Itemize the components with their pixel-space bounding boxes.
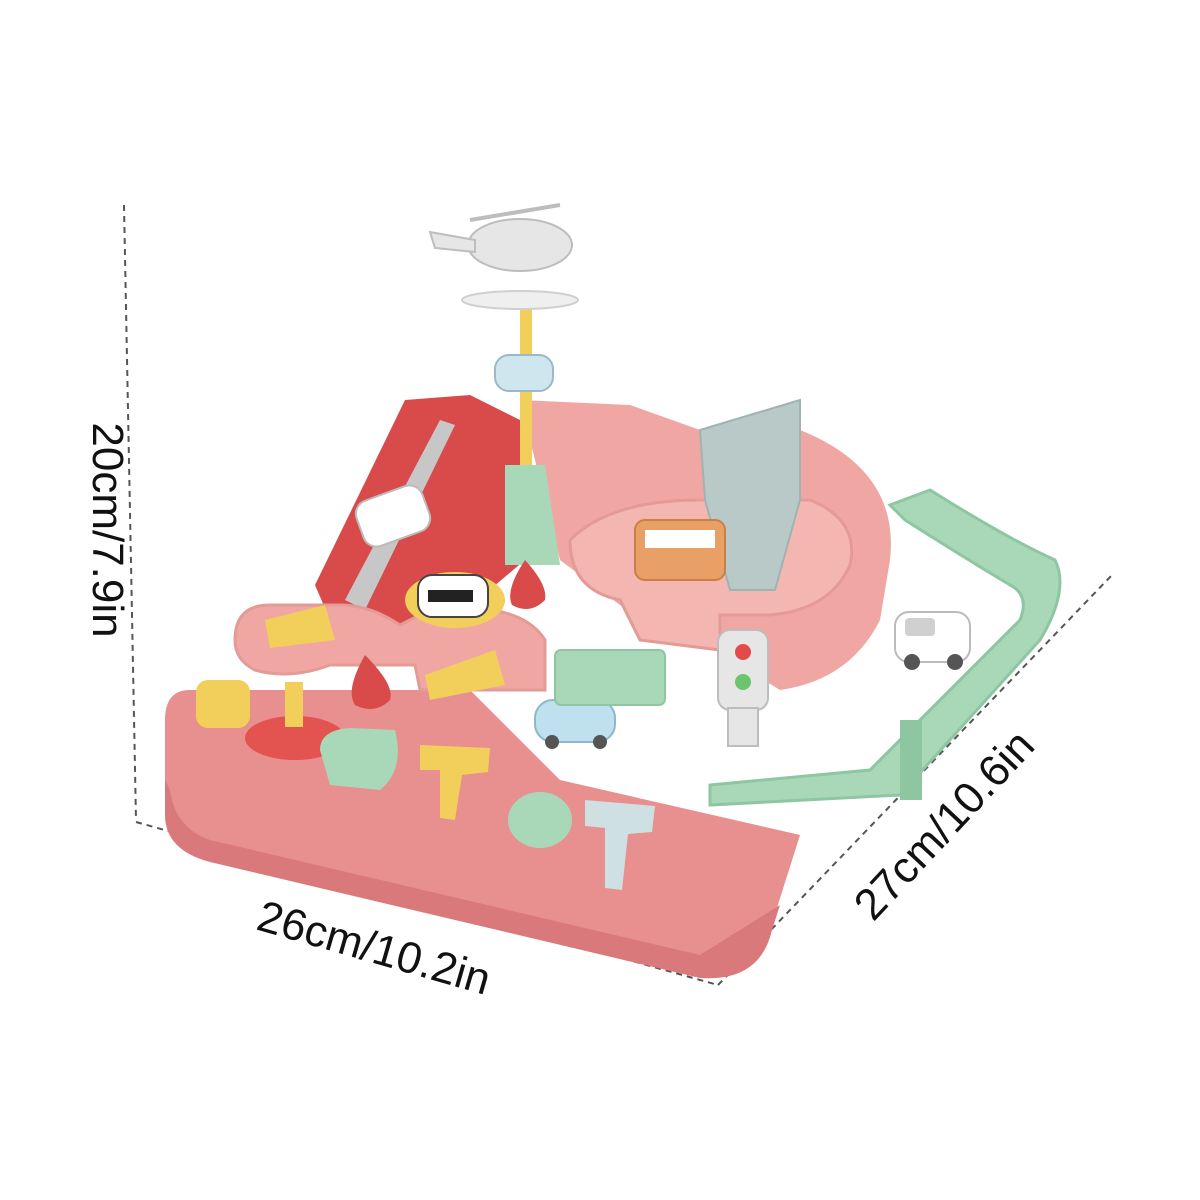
yellow-knob xyxy=(196,680,250,728)
mint-knob xyxy=(320,728,398,790)
helicopter-body xyxy=(467,218,573,272)
mint-garage xyxy=(554,649,666,706)
toy-playset xyxy=(165,203,1062,979)
police-car xyxy=(405,572,505,628)
depth-label: 27cm/10.6in xyxy=(845,721,1044,930)
yellow-chute-left xyxy=(265,605,335,648)
helicopter xyxy=(428,203,579,310)
red-drop-left xyxy=(351,655,391,709)
height-line xyxy=(123,204,137,821)
mint-cylinder xyxy=(508,792,572,848)
helicopter-rotor xyxy=(469,203,561,222)
white-ambulance-car xyxy=(894,611,971,670)
red-drop-right xyxy=(510,560,546,609)
depth-line xyxy=(717,574,1113,986)
helicopter-tail xyxy=(428,230,476,254)
track-support-pillar xyxy=(900,720,922,800)
control-buttons xyxy=(196,680,655,890)
blue-car xyxy=(534,699,616,749)
yellow-lever xyxy=(285,682,303,727)
height-label: 20cm/7.9in xyxy=(83,422,132,637)
helicopter-pad xyxy=(461,290,579,310)
traffic-light xyxy=(717,629,769,747)
red-pedestal xyxy=(245,716,345,760)
base-plate-edge xyxy=(165,780,780,979)
yellow-tap xyxy=(420,745,490,820)
blue-car-top xyxy=(494,354,554,392)
yellow-chute-center xyxy=(425,650,505,700)
orange-bus xyxy=(634,519,726,581)
grey-tap xyxy=(585,800,655,890)
green-track xyxy=(708,488,1062,807)
white-car-on-slope xyxy=(354,484,432,548)
yellow-pole-base xyxy=(505,465,560,565)
